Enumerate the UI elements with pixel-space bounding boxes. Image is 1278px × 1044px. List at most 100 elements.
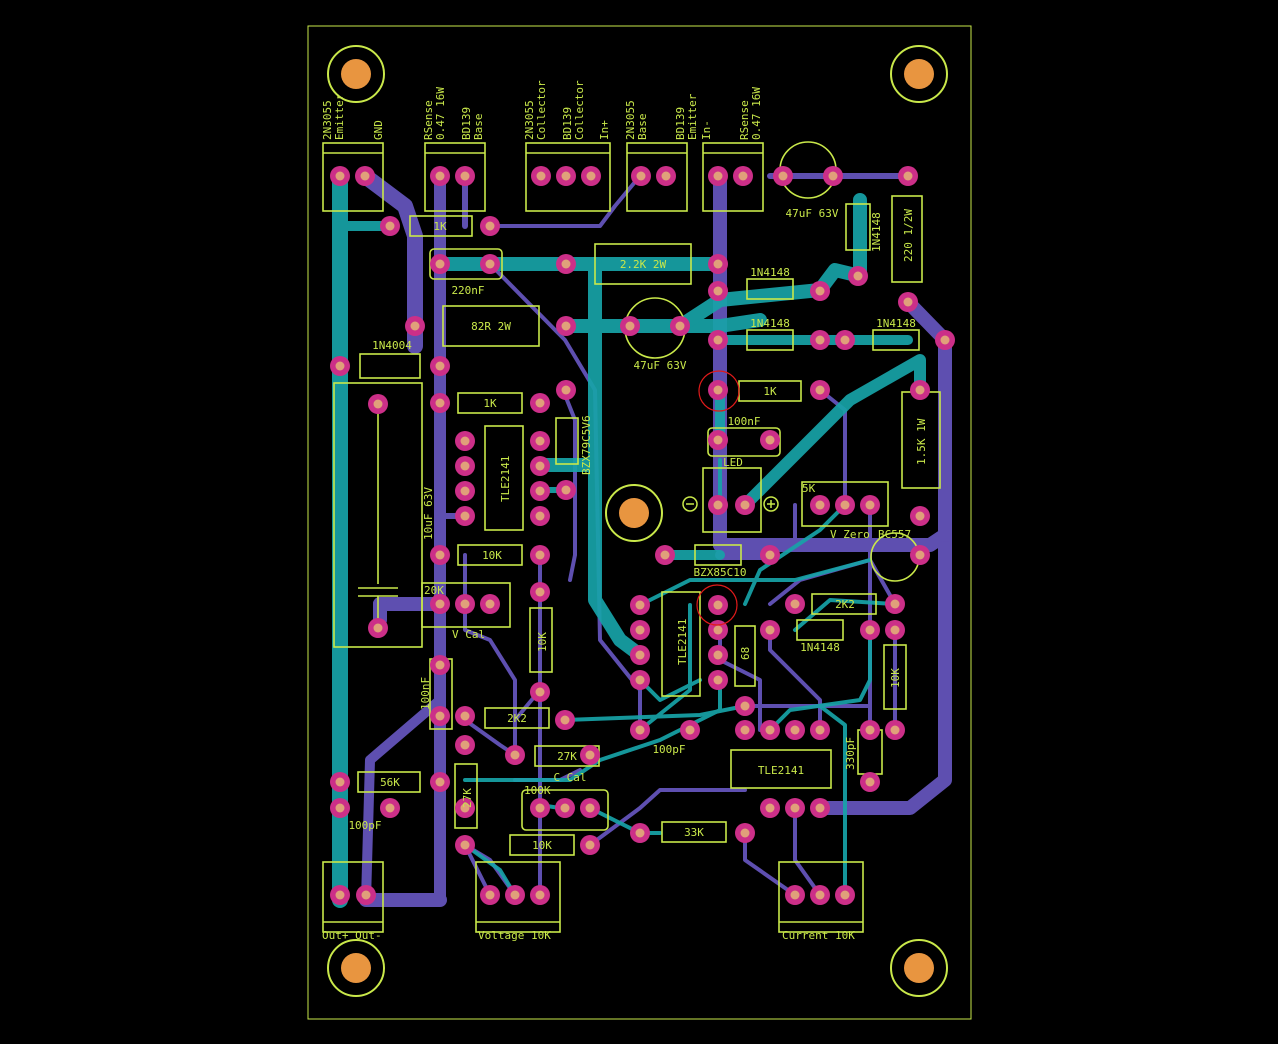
pad-drill	[460, 486, 470, 496]
connector-label-current: Current 10K	[782, 929, 855, 942]
pad-drill	[561, 485, 571, 495]
board-outline	[307, 25, 972, 1020]
mounting-hole-ring	[327, 45, 385, 103]
trace	[673, 193, 867, 333]
resistor-68	[734, 625, 756, 687]
label-c_100pf_left: 100pF	[348, 819, 381, 832]
pad-drill	[635, 828, 645, 838]
pad-drill	[713, 650, 723, 660]
mounting-hole	[904, 953, 934, 983]
label-d_1n4148_c: 1N4148	[876, 317, 916, 330]
trace	[743, 503, 847, 606]
pad-drill	[535, 511, 545, 521]
pad-drill	[840, 890, 850, 900]
resistor-27k-vert	[454, 763, 478, 829]
connector-h2	[424, 142, 486, 212]
pad-drill	[778, 171, 788, 181]
mounting-hole	[904, 59, 934, 89]
pad-drill	[435, 599, 445, 609]
label-connectors-h5_pin2-1: 0.47 16W	[750, 87, 763, 140]
pad-drill	[765, 725, 775, 735]
label-d_1n4148_low: 1N4148	[800, 641, 840, 654]
trace	[768, 628, 872, 732]
pad-drill	[765, 625, 775, 635]
pad-drill	[485, 599, 495, 609]
mounting-hole	[341, 953, 371, 983]
pad-drill	[765, 550, 775, 560]
pad-drill	[335, 777, 345, 787]
pad-drill	[335, 171, 345, 181]
label-led: LED	[723, 456, 743, 469]
pad-drill	[903, 297, 913, 307]
connector-label-out: Out+ Out-	[322, 929, 382, 942]
pad-drill	[685, 725, 695, 735]
pad-drill	[675, 321, 685, 331]
led-outline	[702, 467, 762, 533]
pad-drill	[560, 715, 570, 725]
pad-drill	[635, 725, 645, 735]
pad-drill	[435, 550, 445, 560]
resistor-10k-right	[883, 644, 907, 710]
pad-drill	[535, 486, 545, 496]
pad-drill	[435, 171, 445, 181]
pad-drill	[865, 500, 875, 510]
trace	[335, 221, 395, 241]
pad-drill	[585, 750, 595, 760]
pad-drill	[535, 687, 545, 697]
label-d_1n4004: 1N4004	[372, 339, 412, 352]
pot-5k	[801, 481, 889, 527]
pad-drill	[865, 777, 875, 787]
pad-drill	[535, 587, 545, 597]
pad-drill	[561, 259, 571, 269]
trace	[559, 313, 767, 333]
pad-drill	[890, 625, 900, 635]
pad-drill	[435, 259, 445, 269]
trace	[563, 704, 747, 722]
capacitor-outline	[521, 789, 609, 831]
label-pot_5k: 5K	[802, 482, 816, 495]
label-z_bzx85: BZX85C10	[694, 566, 747, 579]
diode-outline	[359, 353, 421, 379]
pad-drill	[635, 625, 645, 635]
zener-bzx79	[555, 417, 579, 465]
label-r_10k_vert: 10K	[536, 632, 549, 652]
connector-bottom-1	[322, 861, 384, 933]
pad-drill	[815, 803, 825, 813]
resistor	[594, 243, 692, 285]
label-c_cal: C Cal	[553, 771, 586, 784]
pad-drill	[536, 171, 546, 181]
minus-symbol	[682, 496, 698, 512]
pads	[327, 45, 955, 997]
pad-drill	[460, 511, 470, 521]
label-connectors-h3_pin3-0: In+	[598, 120, 611, 140]
heatsink-hole	[619, 498, 649, 528]
mounting-hole-ring	[890, 939, 948, 997]
label-connectors-h3_pin1-1: Collector	[535, 80, 548, 140]
diode-outline	[694, 544, 742, 566]
pad-drill	[915, 550, 925, 560]
pad-drill	[713, 286, 723, 296]
pad-drill	[585, 803, 595, 813]
pad-drill	[410, 321, 420, 331]
pad-drill	[535, 890, 545, 900]
pad-drill	[713, 385, 723, 395]
pad-drill	[435, 398, 445, 408]
pad-drill	[561, 385, 571, 395]
label-connectors-h4_pin1-1: Base	[636, 114, 649, 141]
resistor	[357, 771, 421, 793]
label-r_82r_2w: 82R 2W	[471, 320, 511, 333]
pad-drill	[561, 171, 571, 181]
pad-drill	[713, 600, 723, 610]
pad-drill	[535, 398, 545, 408]
bottom-layer-traces	[357, 168, 952, 907]
connector-h4	[626, 142, 688, 212]
pad-drill	[535, 550, 545, 560]
plus-symbol	[763, 496, 779, 512]
diode-outline	[796, 619, 844, 641]
pad-drill	[460, 599, 470, 609]
pad-drill	[713, 625, 723, 635]
pad-drill	[738, 171, 748, 181]
pad-drill	[460, 171, 470, 181]
label-r_10k_right: 10K	[889, 668, 902, 688]
label-r_10k_bottom: 10K	[532, 839, 552, 852]
